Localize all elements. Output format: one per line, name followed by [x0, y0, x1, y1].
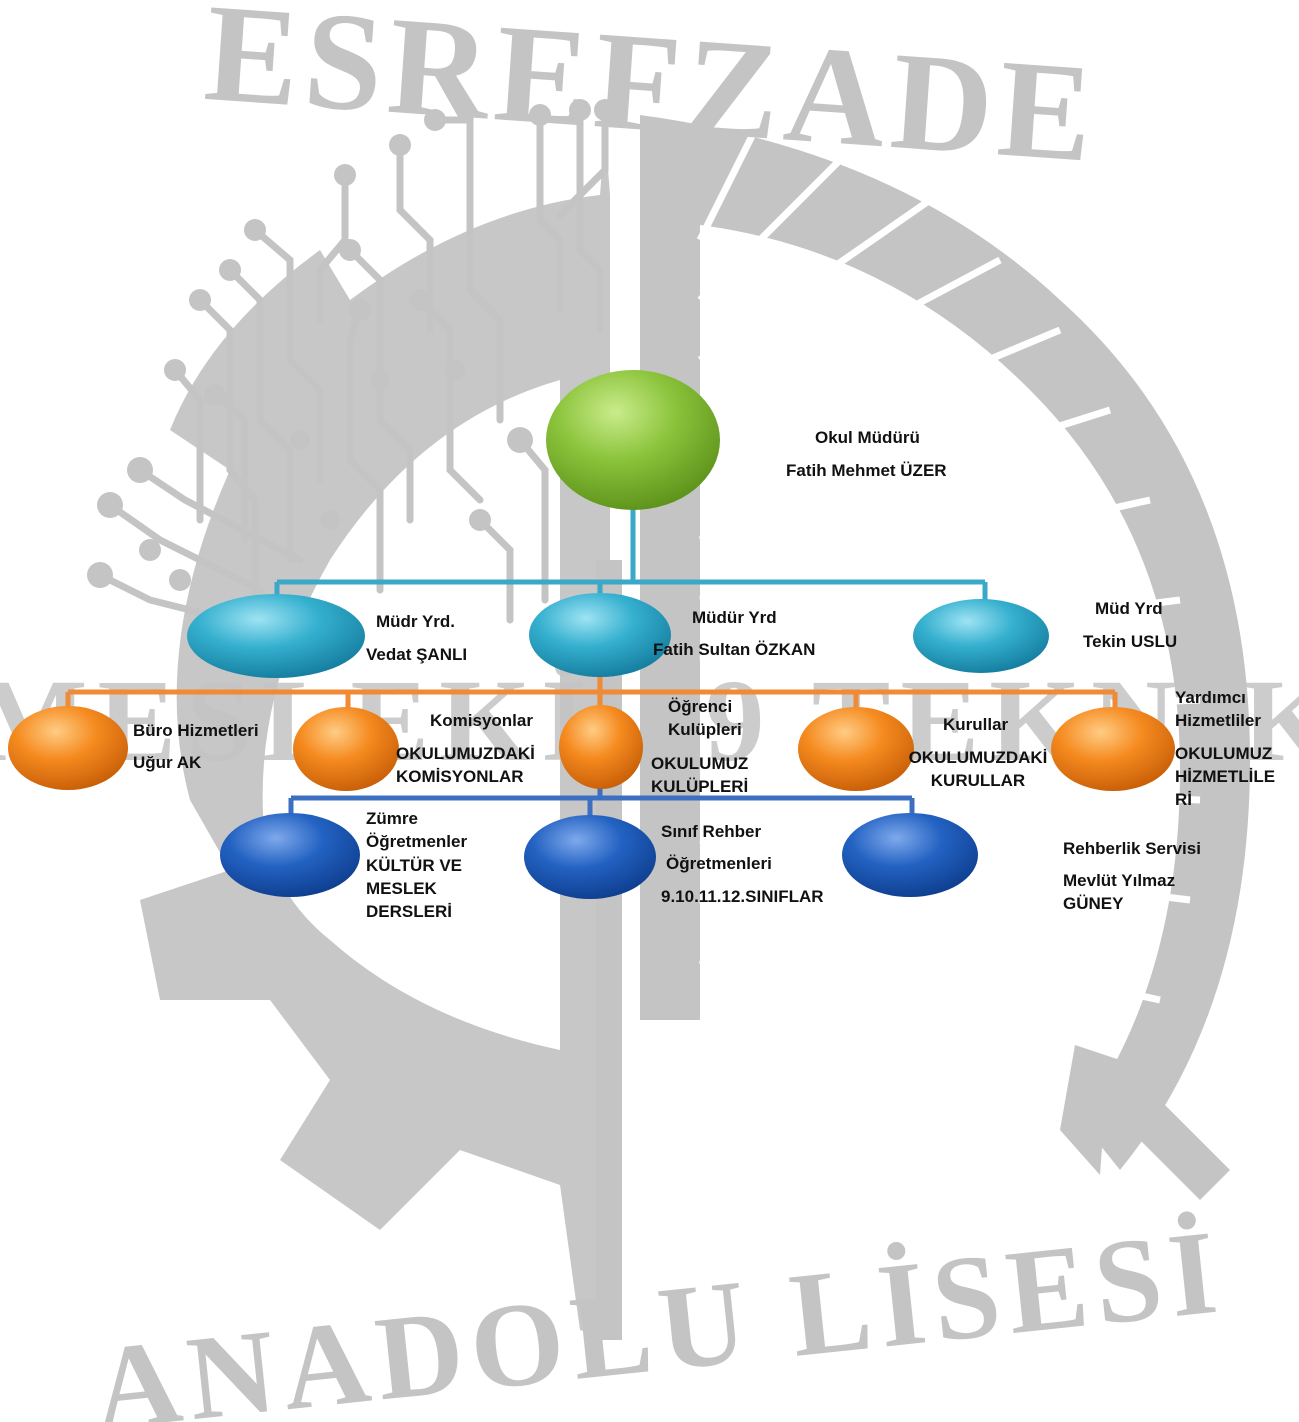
level2-title-kurullar: Kurullar	[943, 715, 1009, 734]
watermark-bottom-text: ANADOLU LİSESİ	[87, 1204, 1230, 1422]
level2-node-yardimci[interactable]	[1051, 707, 1175, 791]
watermark-arc-shape	[640, 115, 1250, 1170]
level3-title-zumre: Zümre Öğretmenler	[366, 809, 468, 851]
level3-detail-sinif-rehber: 9.10.11.12.SINIFLAR	[661, 887, 824, 906]
level3-title-rehberlik: Rehberlik Servisi	[1063, 839, 1201, 858]
level1-title-tekin: Müd Yrd	[1095, 599, 1163, 618]
level2-detail-kulupler: OKULUMUZ KULÜPLERİ	[651, 754, 749, 796]
level3-title-sinif-rehber: Sınıf Rehber	[661, 822, 762, 841]
level3-node-sinif-rehber[interactable]	[524, 815, 656, 899]
level1-node-fatih-sultan[interactable]	[529, 593, 671, 677]
level2-title-yardimci: Yardımcı Hizmetliler	[1175, 688, 1261, 730]
level1-node-tekin[interactable]	[913, 599, 1049, 673]
root-title: Okul Müdürü	[815, 428, 920, 447]
connectors-level3	[288, 785, 915, 818]
level3-detail-rehberlik: Mevlüt Yılmaz GÜNEY	[1063, 871, 1176, 913]
level2-detail-kurullar: OKULUMUZDAKİ KURULLAR	[908, 748, 1048, 790]
watermark-arrow	[1060, 1045, 1230, 1200]
level3-node-zumre[interactable]	[220, 813, 360, 897]
level1-name-fatih-sultan: Fatih Sultan ÖZKAN	[653, 640, 816, 659]
level1-name-tekin: Tekin USLU	[1083, 632, 1178, 651]
level2-node-komisyonlar[interactable]	[293, 707, 399, 791]
watermark-circuit-dots	[87, 99, 616, 591]
level2-node-kurullar[interactable]	[798, 707, 914, 791]
level2-detail-yardimci: OKULUMUZ HİZMETLİLE Rİ	[1175, 744, 1276, 809]
root-node[interactable]	[546, 370, 720, 510]
level2-title-buro: Büro Hizmetleri	[133, 721, 259, 740]
level3-detail-zumre: KÜLTÜR VE MESLEK DERSLERİ	[366, 856, 463, 921]
level2-detail-komisyonlar: OKULUMUZDAKİ KOMİSYONLAR	[396, 744, 535, 786]
level3-node-rehberlik[interactable]	[842, 813, 978, 897]
level2-title-kulupler: Öğrenci Kulüpleri	[668, 697, 742, 739]
level2-detail-buro: Uğur AK	[133, 753, 202, 772]
level1-title-vedat: Müdr Yrd.	[376, 612, 456, 631]
root-name: Fatih Mehmet ÜZER	[786, 461, 947, 480]
level3-subtitle-sinif-rehber: Öğretmenleri	[666, 854, 772, 873]
level2-node-buro[interactable]	[8, 706, 128, 790]
level1-name-vedat: Vedat ŞANLI	[366, 645, 468, 664]
level1-title-fatih-sultan: Müdür Yrd	[692, 608, 777, 627]
level2-title-komisyonlar: Komisyonlar	[430, 711, 533, 730]
level1-node-vedat[interactable]	[187, 594, 365, 678]
level2-node-kulupler[interactable]	[559, 705, 643, 789]
watermark-circuit-traces	[96, 106, 609, 624]
